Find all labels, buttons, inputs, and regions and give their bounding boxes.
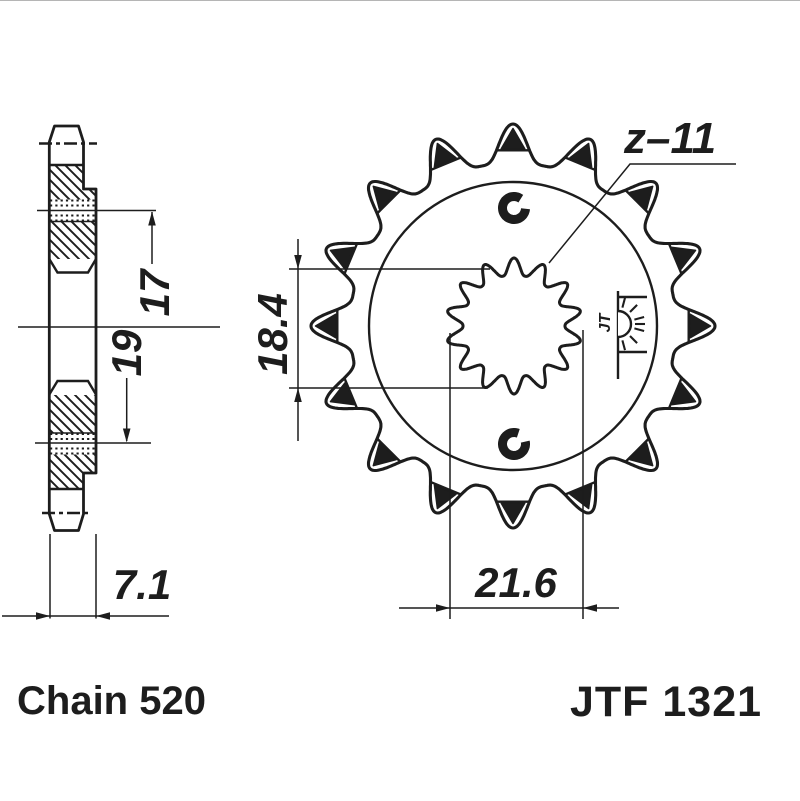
dim-7-1-text: 7.1 — [113, 561, 171, 608]
teeth-callout-text: z–11 — [623, 114, 716, 163]
dim-21-6: 21.6 — [399, 330, 619, 619]
tooth-tip-mark — [314, 313, 337, 339]
dim-18-4-text: 18.4 — [249, 293, 296, 375]
sun-ray — [621, 297, 627, 308]
tooth-tip-mark — [500, 502, 526, 525]
tooth-tip-mark — [569, 484, 593, 510]
sun-ray — [634, 327, 645, 333]
tooth-tip-chord — [375, 437, 402, 464]
tooth-tip-mark — [372, 442, 397, 467]
sun-ray — [629, 335, 638, 344]
sprocket-outline — [309, 122, 717, 530]
tooth-tip-mark — [500, 127, 526, 150]
tooth-tip-chord — [375, 188, 402, 215]
sun-ray — [634, 315, 645, 321]
hatch-line — [49, 249, 96, 336]
hatch-line — [49, 209, 96, 296]
hatch-line — [49, 429, 96, 489]
tooth-tip-mark — [372, 185, 397, 210]
hatch-line — [49, 369, 96, 456]
rivet-hole-top — [498, 192, 530, 224]
tooth-tip-mark — [671, 246, 697, 270]
hatch-line — [30, 50, 115, 135]
hatch-line — [49, 199, 96, 286]
front-view: JT — [309, 122, 717, 530]
tooth-tip-mark — [629, 185, 654, 210]
hatch-line — [49, 165, 96, 236]
hatch-line — [30, 20, 115, 105]
tooth-tip-mark — [329, 382, 355, 406]
spline-bore — [446, 256, 582, 396]
hatch-line — [30, 70, 115, 155]
hatch-line — [49, 165, 96, 216]
tooth-tip-chord — [624, 188, 651, 215]
pitch-circle — [367, 180, 659, 472]
rivet-holes — [498, 192, 530, 460]
tooth-tip-chord — [429, 480, 463, 497]
hatch-line — [49, 189, 96, 276]
tooth-tip-mark — [329, 246, 355, 270]
sun-ray — [621, 340, 627, 351]
dim-18-4: 18.4 — [249, 239, 490, 441]
hatch-line — [30, 40, 115, 125]
dim-7-1: 7.1 — [2, 534, 171, 620]
hatch-line — [49, 165, 96, 176]
title-block: Chain 520 JTF 1321 — [17, 678, 762, 726]
tooth-tip-mark — [433, 484, 457, 510]
dim-17: 17 — [37, 209, 178, 316]
tooth-tip-chord — [563, 480, 597, 497]
hatch-line — [30, 60, 115, 145]
chain-seat-dotted-bands — [50, 199, 95, 455]
jt-sun-logo: JT — [597, 291, 647, 379]
tooth-tip-mark — [689, 313, 712, 339]
hatch-line — [49, 479, 96, 489]
tooth-tip-mark — [569, 142, 593, 168]
logo-sun-disc — [617, 309, 633, 339]
sprocket-body — [309, 122, 717, 530]
hatch-line — [30, 1, 115, 75]
tooth-tip-chord — [624, 437, 651, 464]
dim-21-6-text: 21.6 — [474, 559, 557, 606]
hatch-line — [49, 389, 96, 476]
tooth-tip-mark — [433, 142, 457, 168]
chain-size-label: Chain 520 — [17, 679, 206, 723]
tooth-tip-chord — [667, 376, 684, 410]
tooth-tip-mark — [671, 382, 697, 406]
dimensions: z–11 17 19 7.1 — [2, 114, 736, 620]
tooth-tip-mark — [629, 442, 654, 467]
tooth-tip-chord — [563, 155, 597, 172]
hatch-line — [49, 439, 96, 489]
hub-chamfer-upper — [48, 258, 98, 274]
dim-19: 19 — [35, 329, 151, 444]
hatch-line — [30, 30, 115, 115]
hatch-line — [49, 419, 96, 489]
teeth-callout: z–11 — [548, 114, 736, 264]
side-view-section — [18, 1, 220, 532]
dim-17-text: 17 — [131, 268, 178, 316]
tooth-tip-chord — [429, 155, 463, 172]
hatch-line — [30, 10, 115, 95]
tooth-tip-chord — [667, 242, 684, 276]
hatch-line — [30, 1, 115, 85]
part-number-label: JTF 1321 — [570, 678, 762, 726]
hatch-line — [49, 359, 96, 446]
hatch-line — [49, 165, 96, 226]
sun-ray — [629, 304, 638, 313]
spline-bore-profile — [446, 256, 582, 396]
tooth-tip-chord — [342, 376, 359, 410]
hub-chamfer-lower — [48, 379, 98, 396]
dim-19-text: 19 — [103, 329, 150, 376]
hatch-line — [49, 179, 96, 266]
section-hatching — [30, 1, 115, 489]
logo-text: JT — [597, 312, 614, 332]
leader-line — [548, 163, 736, 264]
hatch-line — [49, 165, 96, 166]
rivet-hole-bottom — [498, 428, 530, 460]
hatch-line — [49, 379, 96, 466]
logo-sun-rays — [621, 297, 645, 351]
